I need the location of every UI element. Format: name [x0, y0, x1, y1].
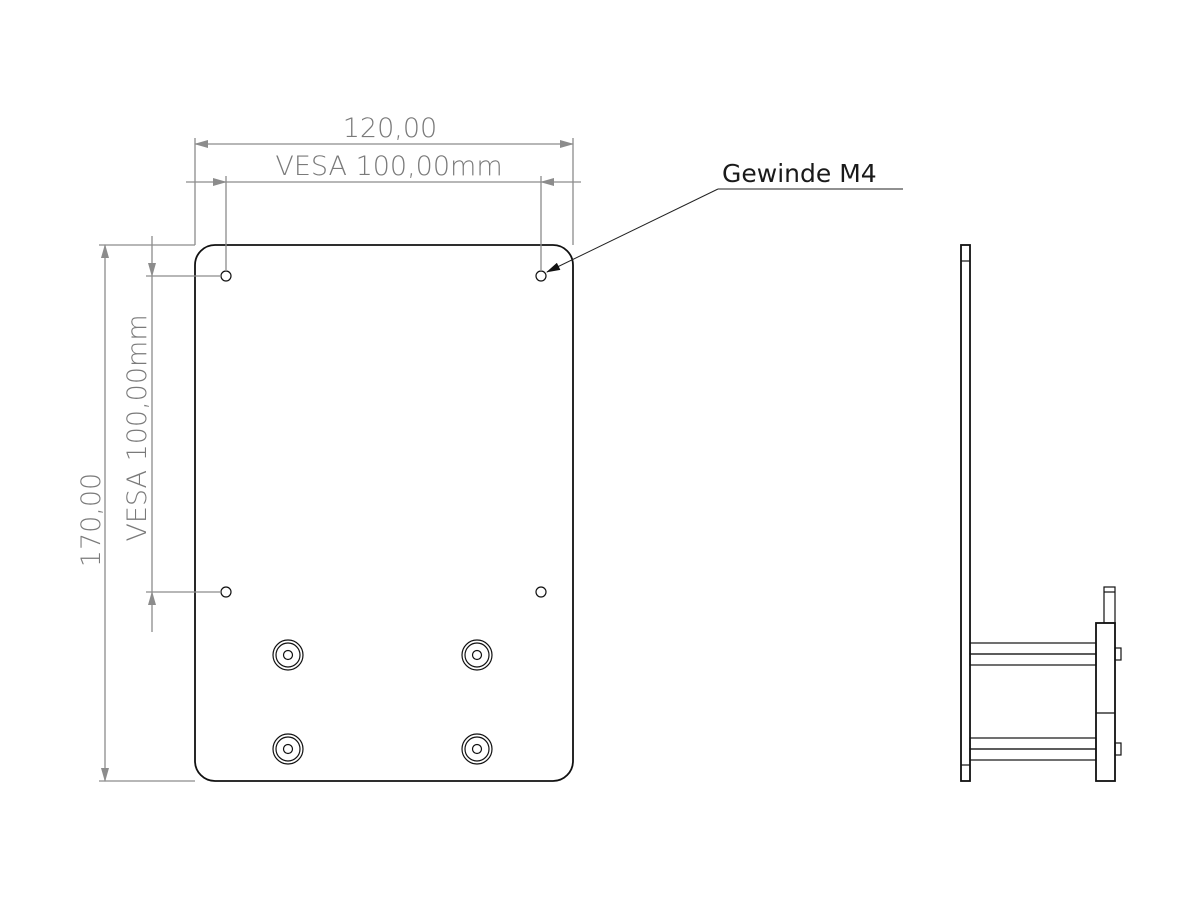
dimension-overall-width: 120,00	[194, 113, 574, 245]
side-plate	[960, 244, 971, 782]
thread-note-label: Gewinde M4	[722, 159, 877, 188]
front-view	[194, 244, 574, 782]
standoff-upper-b	[969, 653, 1097, 666]
side-view	[960, 244, 1122, 782]
overall-width-label: 120,00	[343, 113, 437, 144]
vesa-vertical-label: VESA 100,00mm	[122, 314, 153, 541]
rear-bracket	[1095, 622, 1116, 782]
nut-upper	[1114, 647, 1122, 661]
bolt-bottom-left	[272, 733, 304, 765]
vesa-hole-top-left	[220, 270, 232, 282]
standoff-upper-a	[969, 642, 1097, 655]
dimension-vesa-horizontal: VESA 100,00mm	[186, 151, 581, 271]
mounting-plate-outline	[194, 244, 574, 782]
bolt-top-right	[461, 639, 493, 671]
standoff-lower-a	[969, 737, 1097, 750]
standoff-lower-b	[969, 748, 1097, 761]
thread-note-callout: Gewinde M4	[546, 159, 903, 273]
vesa-horizontal-label: VESA 100,00mm	[275, 151, 502, 182]
overall-height-label: 170,00	[76, 473, 107, 567]
nut-lower	[1114, 742, 1122, 756]
vesa-hole-bottom-right	[535, 586, 547, 598]
dimension-vesa-vertical: VESA 100,00mm	[122, 236, 221, 632]
bolt-bottom-right	[461, 733, 493, 765]
bracket-top-tab	[1103, 586, 1116, 624]
vesa-hole-bottom-left	[220, 586, 232, 598]
dimension-overall-height: 170,00	[76, 244, 195, 782]
bolt-top-left	[272, 639, 304, 671]
vesa-hole-top-right	[535, 270, 547, 282]
